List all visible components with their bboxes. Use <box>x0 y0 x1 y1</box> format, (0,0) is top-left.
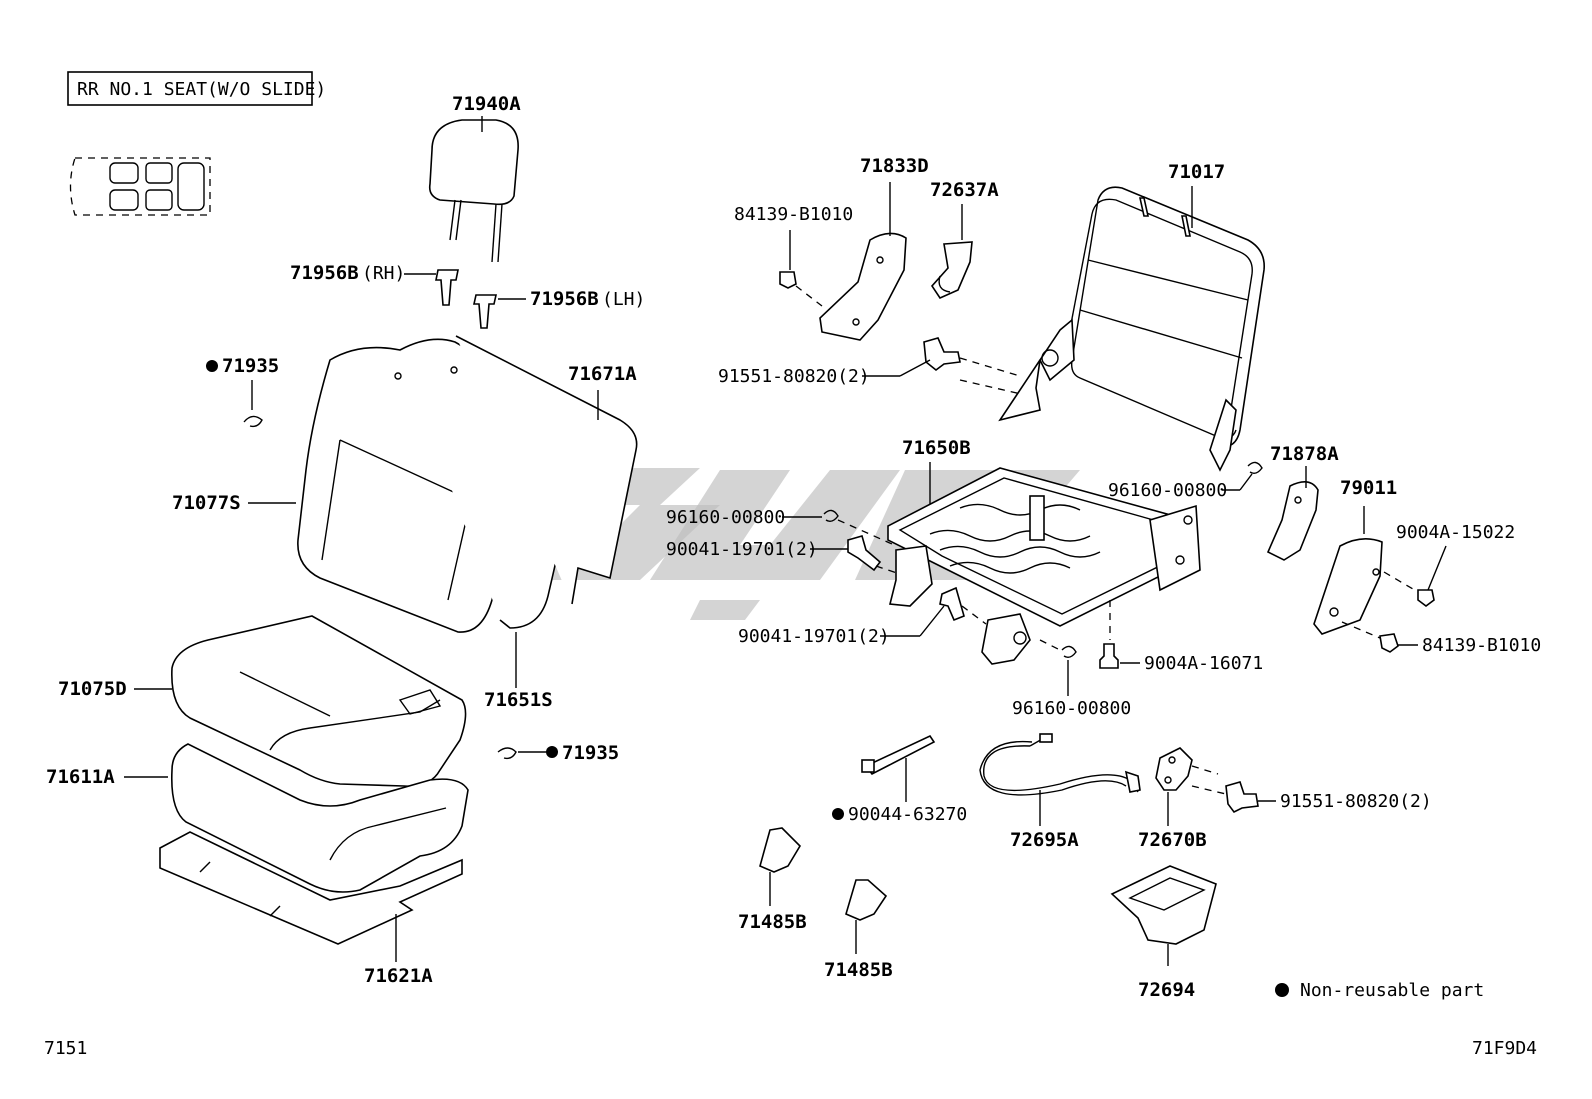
seat-cushion-frame: 71650B <box>887 437 1201 665</box>
footer-page-code: 7151 <box>44 1038 87 1059</box>
non-reusable-dot-icon <box>832 808 844 820</box>
hinge-clip-72637A: 72637A <box>930 179 999 300</box>
clip-96160-c: 96160-00800 <box>1108 461 1263 501</box>
cover-79011: 79011 <box>1313 477 1397 635</box>
label-71651S: 71651S <box>484 689 553 711</box>
header-box: RR NO.1 SEAT(W/O SLIDE) <box>67 71 326 106</box>
bolt-90041-a: 90041-19701(2) <box>666 535 901 575</box>
label-71956B-rh-suffix: (RH) <box>362 263 405 284</box>
vehicle-locator-icon <box>69 157 211 216</box>
screw-9004A-15022: 9004A-15022 <box>1383 522 1515 607</box>
seat-lock-72670B: 72670B <box>1138 747 1227 851</box>
seatback-board: 71671A <box>455 335 638 605</box>
label-71940A: 71940A <box>452 93 521 115</box>
label-90041-19701-a: 90041-19701(2) <box>666 539 818 560</box>
label-71878A: 71878A <box>1270 443 1339 465</box>
label-71833D: 71833D <box>860 155 929 177</box>
label-71956B-lh: 71956B <box>530 288 599 310</box>
label-72695A: 72695A <box>1010 829 1079 851</box>
label-71621A: 71621A <box>364 965 433 987</box>
legend: Non-reusable part <box>1275 980 1484 1001</box>
label-96160-00800-a: 96160-00800 <box>666 507 785 528</box>
headrest-support-rh: 71956B (RH) <box>290 262 459 306</box>
tray-72694: 72694 <box>1110 865 1217 1001</box>
headrest-part: 71940A <box>428 93 521 263</box>
seat-cushion-board: 71621A <box>159 831 463 987</box>
seatback-frame: 71017 <box>998 161 1265 472</box>
bolt-91551-bot: 91551-80820(2) <box>1225 781 1432 814</box>
label-71075D: 71075D <box>58 678 127 700</box>
non-reusable-dot-icon <box>206 360 218 372</box>
label-96160-00800-b: 96160-00800 <box>1012 698 1131 719</box>
guard-71485B-b: 71485B <box>824 879 893 981</box>
label-91551-80820-bot: 91551-80820(2) <box>1280 791 1432 812</box>
hog-ring-mid: 71935 <box>497 742 619 764</box>
side-cover-71878A: 71878A <box>1266 443 1339 561</box>
clip-96160-a: 96160-00800 <box>666 507 893 545</box>
non-reusable-dot-icon <box>1275 983 1289 997</box>
non-reusable-dot-icon <box>546 746 558 758</box>
label-71935-mid: 71935 <box>562 742 619 764</box>
guard-71485B-a: 71485B <box>738 827 807 933</box>
label-71077S: 71077S <box>172 492 241 514</box>
label-79011: 79011 <box>1340 477 1397 499</box>
release-cable-72695A: 72695A <box>979 733 1141 851</box>
label-72637A: 72637A <box>930 179 999 201</box>
footer-diagram-code: 71F9D4 <box>1472 1038 1537 1059</box>
hinge-cover-71833D: 71833D <box>819 155 929 341</box>
label-71017: 71017 <box>1168 161 1225 183</box>
bolt-9004A-16071: 9004A-16071 <box>1099 600 1263 674</box>
label-96160-00800-c: 96160-00800 <box>1108 480 1227 501</box>
bolt-91551-top: 91551-80820(2) <box>718 337 1031 397</box>
label-71485B-a: 71485B <box>738 911 807 933</box>
bolt-90041-b: 90041-19701(2) <box>738 586 987 647</box>
label-72694: 72694 <box>1138 979 1195 1001</box>
seat-cushion-pad: 71611A <box>46 743 469 893</box>
label-90044-63270: 90044-63270 <box>848 804 967 825</box>
label-71611A: 71611A <box>46 766 115 788</box>
screw-84139-top: 84139-B1010 <box>734 204 853 307</box>
label-90041-19701-b: 90041-19701(2) <box>738 626 890 647</box>
legend-non-reusable: Non-reusable part <box>1300 980 1484 1001</box>
label-71671A: 71671A <box>568 363 637 385</box>
label-9004A-16071: 9004A-16071 <box>1144 653 1263 674</box>
label-71650B: 71650B <box>902 437 971 459</box>
clip-96160-b: 96160-00800 <box>1012 639 1131 719</box>
label-71485B-b: 71485B <box>824 959 893 981</box>
label-9004A-15022: 9004A-15022 <box>1396 522 1515 543</box>
label-84139-B1010-bot: 84139-B1010 <box>1422 635 1541 656</box>
label-71956B-lh-suffix: (LH) <box>602 289 645 310</box>
header-title: RR NO.1 SEAT(W/O SLIDE) <box>77 79 326 100</box>
label-91551-80820-top: 91551-80820(2) <box>718 366 870 387</box>
hog-ring-top: 71935 <box>206 355 279 428</box>
label-84139-B1010-top: 84139-B1010 <box>734 204 853 225</box>
label-71956B-rh: 71956B <box>290 262 359 284</box>
screw-84139-bot: 84139-B1010 <box>1341 621 1541 656</box>
label-72670B: 72670B <box>1138 829 1207 851</box>
label-71935-top: 71935 <box>222 355 279 377</box>
harness-clamp-90044: 90044-63270 <box>832 734 967 825</box>
seat-cushion-cover: 71075D <box>58 615 467 787</box>
headrest-support-lh: 71956B (LH) <box>473 288 645 329</box>
